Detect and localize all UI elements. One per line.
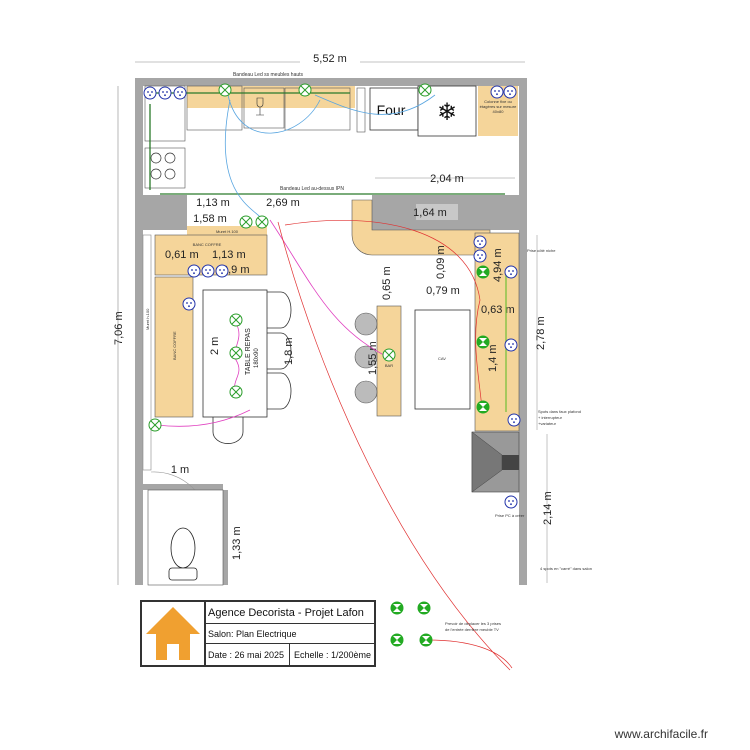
banc-coffre-top-label: BANC COFFRE bbox=[193, 242, 222, 247]
cav bbox=[414, 309, 471, 410]
snowflake-icon: ❄ bbox=[437, 99, 457, 126]
plan-subtitle: Salon: Plan Electrique bbox=[206, 624, 374, 644]
led-upper-label: Bandeau Led ss meubles hauts bbox=[233, 72, 304, 78]
dim-2-14: 2,14 m bbox=[542, 491, 554, 525]
dim-0-9: 0,9 m bbox=[222, 264, 250, 276]
wire-red bbox=[277, 220, 513, 671]
dim-1-58: 1,58 m bbox=[193, 213, 227, 225]
banc-coffre-side-label: BANC COFFRE bbox=[172, 331, 177, 360]
prise-pc-note: Prise PC à créer bbox=[495, 513, 525, 518]
plan-date: Date : 26 mai 2025 bbox=[206, 644, 290, 665]
muret-side bbox=[142, 234, 152, 471]
dim-0-61: 0,61 m bbox=[165, 249, 199, 261]
glass-cabinet bbox=[243, 87, 285, 129]
led-ipn-label: Bandeau Led au-dessus IPN bbox=[280, 186, 344, 192]
dim-1-13: 1,13 m bbox=[212, 249, 246, 261]
dim-2-04: 2,04 m bbox=[430, 173, 464, 185]
spots-note-2: + interrupteur bbox=[538, 415, 563, 420]
table-size: 180x90 bbox=[254, 348, 260, 368]
cav-label: CAV bbox=[438, 356, 446, 361]
muret-side-label: Muret h.100 bbox=[145, 308, 150, 330]
dim-0-79: 0,79 m bbox=[426, 285, 460, 297]
dim-2-69: 2,69 m bbox=[266, 197, 300, 209]
dim-1-33: 1,33 m bbox=[231, 526, 243, 560]
bar-stools bbox=[354, 312, 378, 404]
table-label: TABLE REPAS bbox=[245, 328, 252, 375]
dim-2-78: 2,78 m bbox=[535, 316, 547, 350]
dim-0-65: 0,65 m bbox=[381, 266, 393, 300]
dim-0-63: 0,63 m bbox=[481, 304, 515, 316]
burner-icons bbox=[150, 152, 176, 180]
dim-1-13-top: 1,13 m bbox=[196, 197, 230, 209]
dim-1m: 1 m bbox=[171, 464, 189, 476]
prise-niche-note: Prise côté niche bbox=[527, 248, 556, 253]
spots-salon-note: 4 spots en "carré" dans salon bbox=[540, 566, 592, 571]
plan-scale: Echelle : 1/200ème bbox=[294, 649, 372, 660]
prevoir-note-1: Prevoir de deplacer les 3 prises bbox=[445, 621, 501, 626]
kitchen-counter bbox=[187, 86, 355, 108]
muret-label: Muret H.100 bbox=[216, 229, 239, 234]
wine-glass-icon bbox=[256, 97, 264, 116]
dim-2m: 2 m bbox=[209, 337, 221, 355]
agency-title: Agence Decorista - Projet Lafon bbox=[206, 602, 374, 624]
title-block: Agence Decorista - Projet Lafon Salon: P… bbox=[140, 600, 376, 667]
chairs bbox=[212, 291, 292, 444]
dim-1-55: 1,55 m bbox=[367, 341, 379, 375]
dim-total-width: 5,52 m bbox=[313, 53, 347, 65]
dim-1-8: 1,8 m bbox=[283, 337, 295, 365]
dim-4-94: 4,94 m bbox=[492, 248, 504, 282]
dim-1-4: 1,4 m bbox=[487, 344, 499, 372]
niche-note: Colonne fixe ou étagères sur mesure 40x8… bbox=[479, 99, 517, 114]
bar-label: BAR bbox=[385, 363, 393, 368]
spots-note-3: +variateur bbox=[538, 421, 557, 426]
spots-note-1: Spots dans faux plafond bbox=[538, 409, 581, 414]
muret bbox=[187, 226, 267, 235]
house-logo-icon bbox=[142, 602, 206, 665]
dim-1-64: 1,64 m bbox=[413, 207, 447, 219]
bar-counter bbox=[351, 199, 491, 256]
dim-09: 0,09 m bbox=[435, 245, 447, 279]
prevoir-note-2: de l'entrée derrière meuble TV bbox=[445, 627, 499, 632]
oven-label: Four bbox=[377, 102, 406, 118]
cooktop bbox=[144, 147, 186, 189]
watermark: www.archifacile.fr bbox=[614, 727, 708, 741]
toilet bbox=[170, 527, 196, 569]
dim-total-height: 7,06 m bbox=[113, 311, 125, 345]
